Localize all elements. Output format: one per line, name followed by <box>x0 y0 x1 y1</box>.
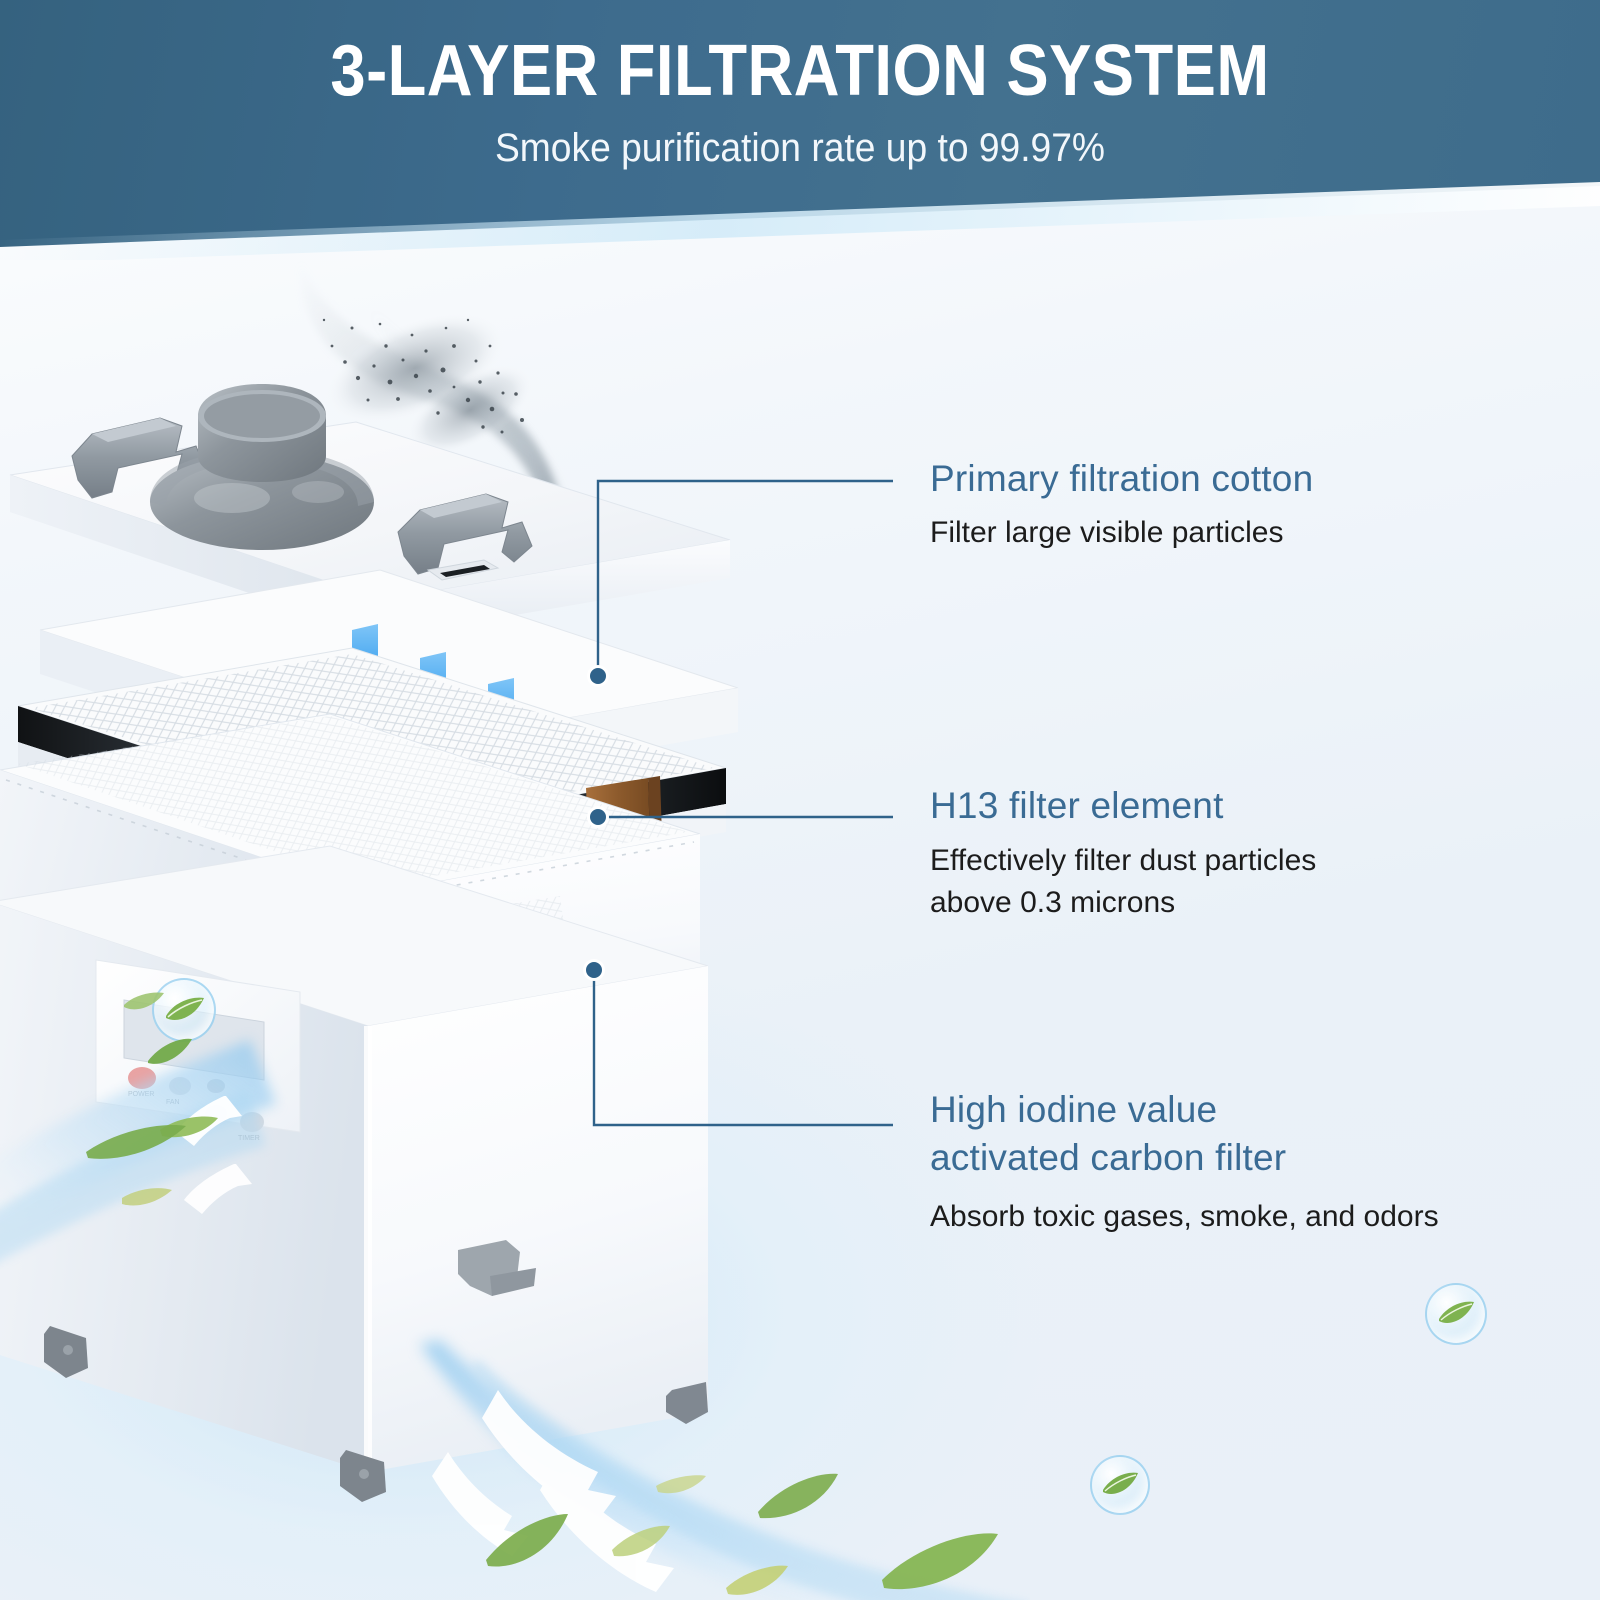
green-leaf <box>86 1125 186 1159</box>
page-subtitle: Smoke purification rate up to 99.97% <box>494 126 1106 170</box>
h13-filter-marker <box>590 809 606 825</box>
leaf-cluster-left <box>124 992 192 1064</box>
leaf-in-bubble <box>152 978 216 1042</box>
callout-heading-carbon: High iodine value activated carbon filte… <box>930 1089 1287 1178</box>
callout-body-primary-cotton: Filter large visible particles <box>930 516 1284 549</box>
leader-line-carbon <box>592 970 893 1127</box>
primary-cotton-marker <box>590 668 606 684</box>
leaf-in-bubble <box>1090 1455 1150 1515</box>
callout-heading-h13: H13 filter element <box>930 785 1224 826</box>
fume-extractor-unit: POWERFAN +TIMER <box>0 384 739 1502</box>
header-banner: 3-LAYER FILTRATION SYSTEM Smoke purifica… <box>0 0 1600 260</box>
duct-flange <box>150 384 374 550</box>
page-title: 3-LAYER FILTRATION SYSTEM <box>330 31 1270 111</box>
lid-vent-slot <box>426 559 500 581</box>
caster-front-right <box>666 1382 708 1424</box>
dirty-smoke-plume <box>240 250 580 496</box>
svg-text:TIMER: TIMER <box>238 1135 260 1142</box>
door-latch[interactable] <box>458 1240 536 1296</box>
leaf-group-bottom <box>486 1473 998 1595</box>
leaf-in-bubble <box>1425 1283 1487 1345</box>
clean-air-left <box>0 1040 276 1262</box>
product-scene: POWERFAN +TIMER <box>0 240 1040 1600</box>
timer-button <box>240 1112 264 1132</box>
green-leaf <box>122 1188 172 1206</box>
leader-line-primary-cotton <box>596 479 893 676</box>
callout-body-carbon: Absorb toxic gases, smoke, and odors <box>930 1200 1439 1233</box>
clean-air-bottom <box>420 1340 1020 1600</box>
casters <box>44 1326 708 1502</box>
callout-heading-primary-cotton: Primary filtration cotton <box>930 458 1314 499</box>
carbon-filter-marker <box>586 962 602 978</box>
carry-handle-right <box>397 493 533 575</box>
callout-body-h13: Effectively filter dust particles above … <box>930 844 1317 919</box>
